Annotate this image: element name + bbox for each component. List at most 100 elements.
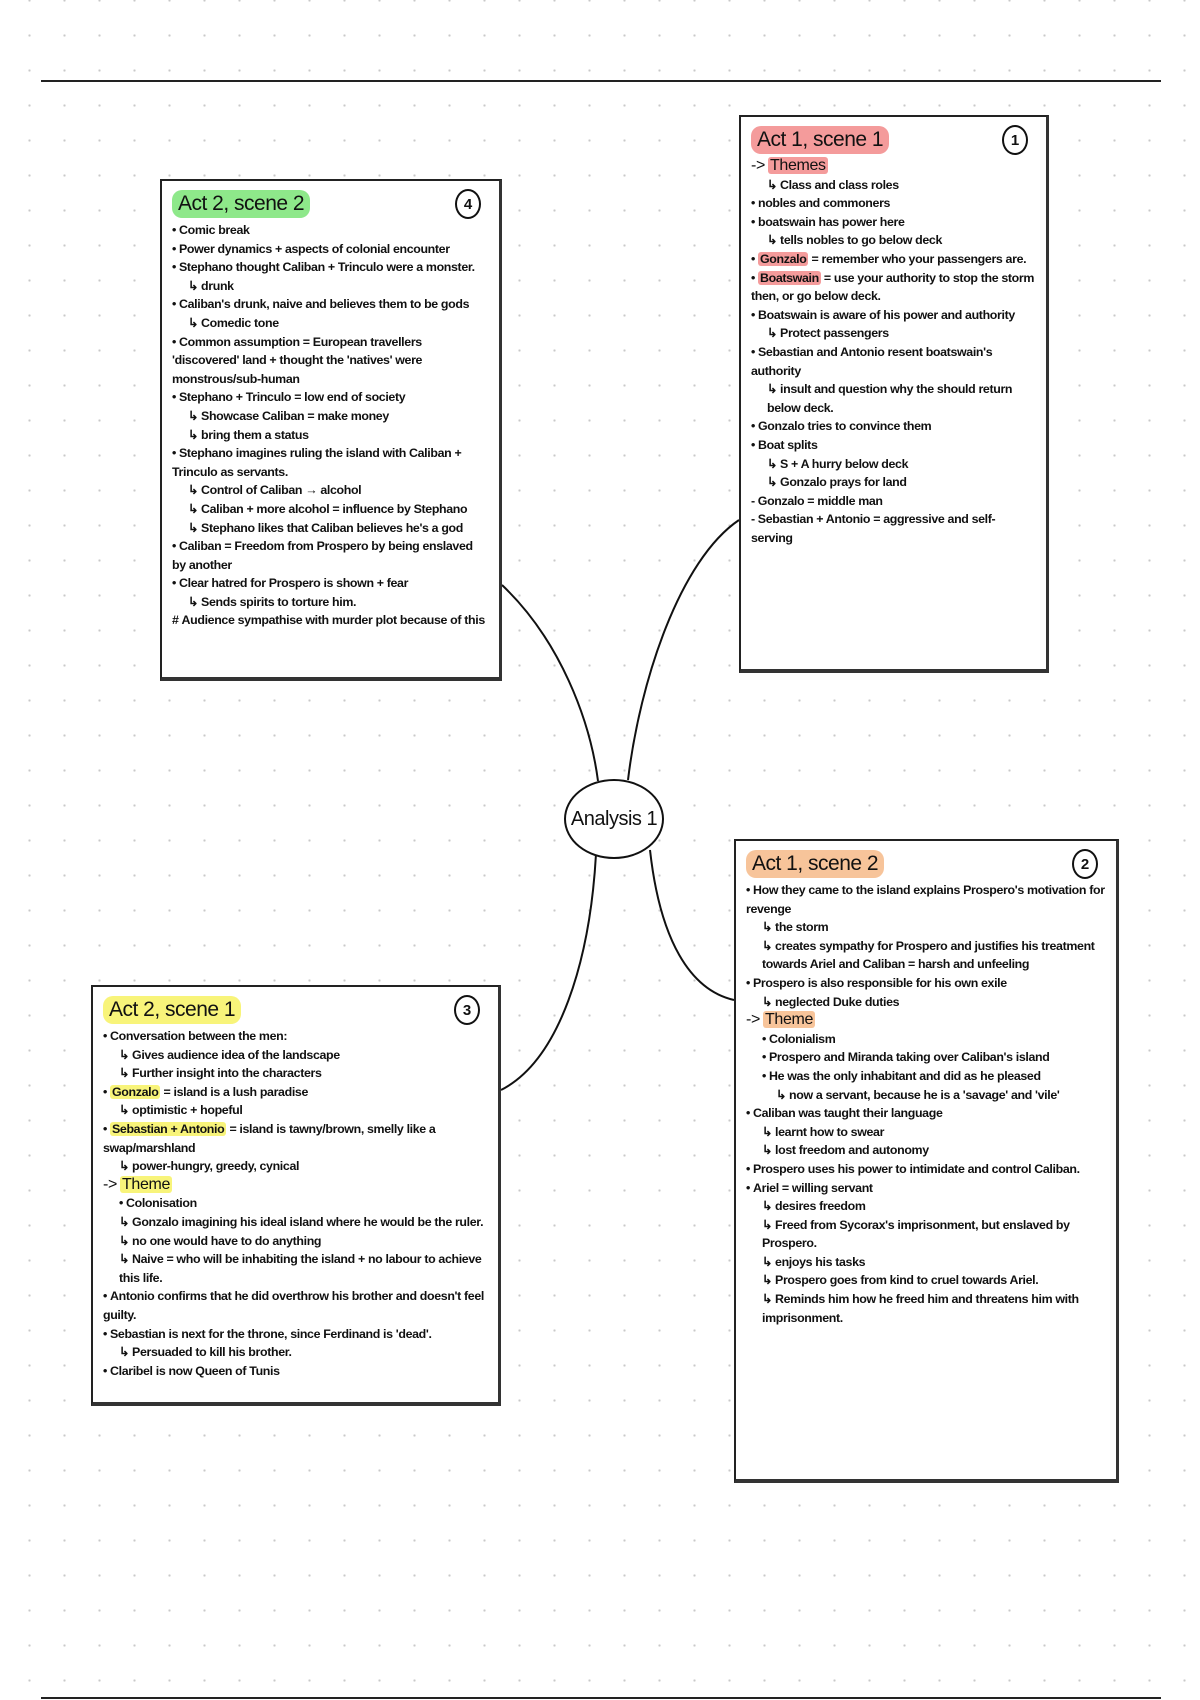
bullet-marker: • xyxy=(751,196,755,211)
note-text: Colonialism xyxy=(769,1031,836,1046)
note-text: Control of Caliban → alcohol xyxy=(201,483,362,498)
bullet-marker: ↳ xyxy=(762,920,773,935)
bullet-marker: • xyxy=(119,1196,123,1211)
note-text: desires freedom xyxy=(775,1199,866,1214)
note-line: •Clear hatred for Prospero is shown + fe… xyxy=(172,574,489,593)
bullet-marker: ↳ xyxy=(767,326,778,341)
note-line: •Ariel = willing servant xyxy=(746,1179,1106,1198)
bullet-marker: • xyxy=(751,270,755,285)
note-text: Clear hatred for Prospero is shown + fea… xyxy=(179,576,409,591)
bottom-rule xyxy=(41,1697,1161,1699)
box-number-badge: 4 xyxy=(455,189,481,219)
note-text: Claribel is now Queen of Tunis xyxy=(110,1363,280,1378)
bullet-marker: ↳ xyxy=(762,1254,773,1269)
note-line: ↳Control of Caliban → alcohol xyxy=(172,481,489,500)
note-line: •boatswain has power here xyxy=(751,213,1036,232)
bullet-marker: • xyxy=(103,1121,107,1136)
note-line: ↳Gonzalo imagining his ideal island wher… xyxy=(103,1213,488,1232)
note-line: •Gonzalo tries to convince them xyxy=(751,417,1036,436)
bullet-marker: • xyxy=(762,1050,766,1065)
bullet-marker: ↳ xyxy=(767,382,778,397)
note-box-act2-scene1: Act 2, scene 1 3 • Conversation between the… xyxy=(91,985,501,1406)
link-to-act1-scene1 xyxy=(627,519,740,781)
note-text: Conversation between the men: xyxy=(110,1029,288,1043)
bullet-marker: ↳ xyxy=(119,1233,130,1248)
note-text: = use your authority to stop the storm t… xyxy=(751,270,1035,304)
bullet-marker: ↳ xyxy=(119,1214,130,1229)
bullet-marker: -> xyxy=(746,1011,760,1029)
bullet-marker: ↳ xyxy=(119,1047,130,1062)
note-text: Colonisation xyxy=(126,1196,197,1211)
note-text: Gonzalo prays for land xyxy=(780,475,907,490)
highlighted-term: Gonzalo xyxy=(110,1084,161,1099)
bullet-marker: • xyxy=(751,437,755,452)
bullet-marker: ↳ xyxy=(188,520,199,535)
note-line: •Boatswain = use your authority to stop … xyxy=(751,269,1036,306)
note-text: Gives audience idea of the landscape xyxy=(132,1047,340,1062)
note-line: ↳drunk xyxy=(172,277,489,296)
bullet-marker: -> xyxy=(751,157,765,174)
link-to-act1-scene2 xyxy=(649,849,735,1001)
note-line: •Stephano imagines ruling the island wit… xyxy=(172,444,489,481)
note-line: ↳Prospero goes from kind to cruel toward… xyxy=(746,1271,1106,1290)
note-text: Stephano likes that Caliban believes he'… xyxy=(201,520,463,535)
central-topic-label: Analysis 1 xyxy=(570,807,658,830)
box-title: Act 2, scene 1 xyxy=(103,996,242,1024)
bullet-marker: ↳ xyxy=(762,1199,773,1214)
note-text: Stephano thought Caliban + Trinculo were… xyxy=(179,260,475,275)
note-line: •Sebastian is next for the throne, since… xyxy=(103,1325,488,1344)
bullet-marker: • xyxy=(172,241,176,256)
bullet-marker: - xyxy=(751,512,755,527)
bullet-marker: ↳ xyxy=(767,177,778,192)
note-line: •He was the only inhabitant and did as h… xyxy=(746,1067,1106,1086)
top-rule xyxy=(41,80,1161,82)
note-text: Further insight into the characters xyxy=(132,1066,322,1081)
bullet-marker: • xyxy=(762,1031,766,1046)
bullet-marker: • xyxy=(751,419,755,434)
note-text: Caliban = Freedom from Prospero by being… xyxy=(172,539,473,572)
box-title: Act 1, scene 2 xyxy=(746,850,885,878)
note-line: •Common assumption = European travellers… xyxy=(172,333,489,389)
central-topic-node: Analysis 1 xyxy=(564,779,664,859)
note-line: ↳desires freedom xyxy=(746,1197,1106,1216)
note-text: nobles and commoners xyxy=(758,196,891,211)
note-line: •Gonzalo = remember who your passengers … xyxy=(751,250,1036,269)
note-line: •Colonialism xyxy=(746,1030,1106,1049)
note-line: ↳Sends spirits to torture him. xyxy=(172,593,489,612)
box-number-badge: 3 xyxy=(454,995,480,1025)
note-line: ↳the storm xyxy=(746,918,1106,937)
bullet-marker: • xyxy=(751,344,755,359)
note-text: Ariel = willing servant xyxy=(753,1180,873,1195)
note-line: #Audience sympathise with murder plot be… xyxy=(172,611,489,630)
note-line: •nobles and commoners xyxy=(751,194,1036,213)
note-line: •Boatswain is aware of his power and aut… xyxy=(751,306,1036,325)
bullet-marker: ↳ xyxy=(188,278,199,293)
note-text: Stephano imagines ruling the island with… xyxy=(172,446,462,479)
note-line: ↳Gives audience idea of the landscape xyxy=(103,1046,488,1065)
note-text: neglected Duke duties xyxy=(775,994,900,1009)
bullet-marker: • xyxy=(172,260,176,275)
bullet-marker: ↳ xyxy=(188,594,199,609)
note-line: •Caliban's drunk, naive and believes the… xyxy=(172,295,489,314)
note-line: ->Theme xyxy=(103,1175,488,1195)
note-line: •Colonisation xyxy=(103,1194,488,1213)
bullet-marker: • xyxy=(751,251,755,266)
note-text: = remember who your passengers are. xyxy=(811,251,1027,266)
bullet-marker: • xyxy=(746,1180,750,1195)
highlighted-term: Sebastian + Antonio xyxy=(110,1121,227,1136)
note-text: Sends spirits to torture him. xyxy=(201,594,357,609)
bullet-marker: • xyxy=(172,446,176,461)
note-line: ↳neglected Duke duties xyxy=(746,993,1106,1012)
note-text: How they came to the island explains Pro… xyxy=(746,883,1105,916)
note-text: Prospero is also responsible for his own… xyxy=(753,975,1007,990)
note-text: Sebastian and Antonio resent boatswain's… xyxy=(751,344,993,378)
bullet-marker: - xyxy=(751,493,755,508)
note-text: drunk xyxy=(201,278,234,293)
bullet-marker: ↳ xyxy=(762,1143,773,1158)
highlighted-term: Themes xyxy=(767,157,828,174)
bullet-marker: • xyxy=(103,1326,107,1341)
note-line: •Prospero and Miranda taking over Caliba… xyxy=(746,1048,1106,1067)
bullet-marker: ↳ xyxy=(188,427,199,442)
